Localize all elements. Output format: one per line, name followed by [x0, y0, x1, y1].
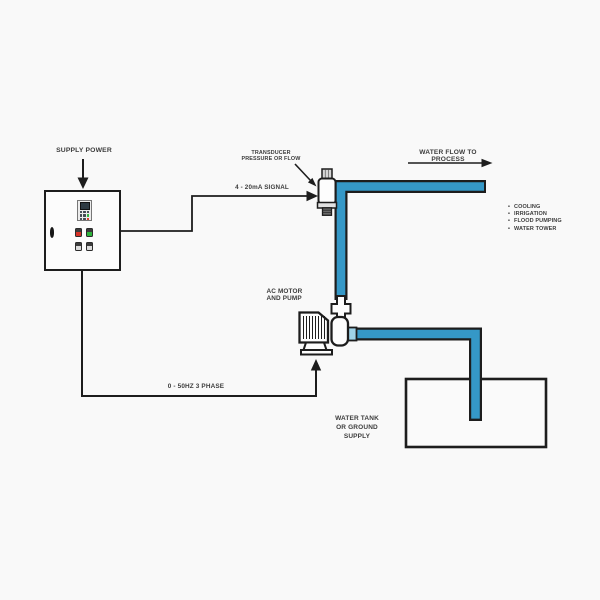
phase-label: 0 - 50HZ 3 PHASE — [167, 383, 225, 390]
process-pipe — [334, 180, 486, 300]
bullet-icon: • — [508, 210, 511, 217]
panel-button-left — [74, 241, 82, 251]
door-handle — [49, 227, 54, 238]
red-indicator-light — [74, 227, 82, 237]
signal-label: 4 - 20mA SIGNAL — [235, 183, 289, 191]
transducer-icon — [316, 168, 338, 216]
pump-icon — [298, 295, 358, 356]
supply-power-arrow — [77, 159, 89, 189]
list-item: •FLOOD PUMPING — [508, 218, 562, 225]
panel-button-right — [86, 241, 93, 251]
water-flow-label: WATER FLOW TO PROCESS — [419, 148, 477, 163]
vfd-display — [79, 202, 90, 211]
power-wire — [81, 270, 322, 397]
green-indicator-light — [86, 227, 93, 237]
bullet-icon: • — [508, 225, 511, 232]
transducer-pointer-arrow — [294, 163, 317, 187]
supply-power-label: SUPPLY POWER — [56, 147, 112, 154]
signal-wire — [121, 190, 318, 232]
vfd-keypad — [77, 200, 92, 221]
tank-label: WATER TANK OR GROUND SUPPLY — [335, 414, 379, 441]
process-destination-list: •COOLING •IRRIGATION •FLOOD PUMPING •WAT… — [508, 204, 562, 234]
motor-pump-label: AC MOTOR AND PUMP — [266, 287, 303, 302]
bullet-icon: • — [508, 218, 511, 225]
control-panel — [44, 190, 121, 271]
suction-pipe — [352, 327, 482, 421]
list-item: •IRRIGATION — [508, 210, 547, 217]
bullet-icon: • — [508, 203, 511, 210]
water-flow-arrow — [408, 158, 493, 168]
list-item: •WATER TOWER — [508, 225, 557, 232]
list-item: •COOLING — [508, 203, 541, 210]
transducer-label: TRANSDUCER PRESSURE OR FLOW — [241, 150, 301, 163]
vfd-keys — [78, 211, 91, 220]
